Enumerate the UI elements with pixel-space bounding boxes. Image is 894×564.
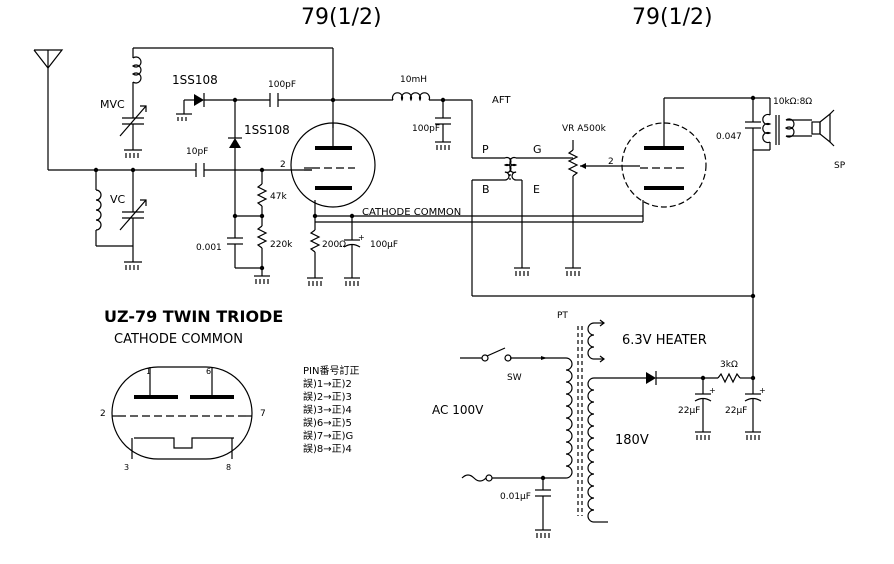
- label-10pf: 10pF: [186, 147, 208, 157]
- tube-pinout-title: UZ-79 TWIN TRIODE: [104, 307, 283, 326]
- secondary-winding: [587, 377, 595, 523]
- label-001uf: 0.01μF: [500, 492, 531, 502]
- pin-label-1: 1: [146, 367, 151, 376]
- label-pin2-right: 2: [608, 157, 614, 167]
- pin-correction-line: 誤)2→正)3: [303, 390, 352, 403]
- pin-label-6: 6: [206, 367, 211, 376]
- label-aft: AFT: [492, 95, 511, 106]
- mvc-varicap: [119, 105, 147, 137]
- label-diode2: 1SS108: [244, 123, 290, 137]
- label-22uf-2: 22μF: [725, 406, 747, 416]
- label-sw: SW: [507, 373, 522, 383]
- ground-icon: [514, 267, 530, 276]
- heater-winding: [587, 319, 605, 363]
- label-trans-out: 10kΩ:8Ω: [773, 97, 812, 107]
- aft-transformer: [503, 156, 518, 182]
- label-aft-e: E: [533, 183, 540, 196]
- ground-icon: [254, 275, 270, 284]
- tube-title-right: 79(1/2): [632, 5, 713, 30]
- speaker-icon: [811, 109, 835, 147]
- label-aft-p: P: [482, 143, 489, 156]
- label-47k: 47k: [270, 192, 287, 202]
- label-aft-b: B: [482, 183, 490, 196]
- pin-correction-line: 誤)8→正)4: [303, 442, 352, 455]
- pin-correction-line: 誤)1→正)2: [303, 377, 352, 390]
- pin-correction-line: 誤)7→正)G: [303, 429, 353, 442]
- label-220k: 220k: [270, 240, 293, 250]
- pin-correction-line: 誤)3→正)4: [303, 403, 352, 416]
- tube-right: [621, 98, 707, 208]
- label-cathode-common: CATHODE COMMON: [362, 207, 461, 218]
- label-200: 200Ω: [322, 240, 346, 250]
- ground-icon: [124, 261, 142, 270]
- label-aft-g: G: [533, 143, 542, 156]
- svg-text:+: +: [759, 386, 766, 395]
- tube-pinout-diagram: [111, 366, 253, 460]
- tube-left: [290, 122, 376, 208]
- antenna-coil: [95, 170, 133, 247]
- label-3k: 3kΩ: [720, 360, 738, 370]
- label-0001: 0.001: [196, 243, 222, 253]
- label-pt: PT: [557, 311, 568, 321]
- ground-icon: [565, 267, 581, 276]
- antenna-icon: [33, 49, 64, 170]
- label-047: 0.047: [716, 132, 742, 142]
- label-22uf-1: 22μF: [678, 406, 700, 416]
- svg-text:+: +: [358, 233, 365, 242]
- pin-label-2: 2: [100, 409, 106, 419]
- label-mvc: MVC: [100, 98, 125, 111]
- pin-label-7: 7: [260, 409, 266, 419]
- power-switch: [460, 347, 512, 362]
- tube-title-left: 79(1/2): [301, 5, 382, 30]
- label-diode1: 1SS108: [172, 73, 218, 87]
- label-heater: 6.3V HEATER: [622, 333, 707, 348]
- ground-icon: [535, 529, 551, 538]
- primary-winding: [565, 357, 573, 479]
- ground-icon: [307, 277, 323, 286]
- ground-icon: [344, 277, 360, 286]
- pin-correction-line: 誤)6→正)5: [303, 416, 352, 429]
- label-vr: VR A500k: [562, 124, 607, 134]
- label-180v: 180V: [615, 433, 649, 448]
- label-ac: AC 100V: [432, 403, 484, 417]
- ground-icon: [176, 113, 192, 121]
- ground-icon: [435, 141, 451, 150]
- ground-icon: [124, 149, 142, 158]
- label-100pf-2: 100pF: [412, 124, 440, 134]
- ground-icon: [695, 431, 711, 440]
- tube-pinout-subtitle: CATHODE COMMON: [114, 332, 243, 347]
- pin-label-8: 8: [226, 463, 231, 472]
- svg-text:+: +: [709, 386, 716, 395]
- label-sp: SP: [834, 161, 846, 171]
- label-100pf: 100pF: [268, 80, 296, 90]
- label-10mh: 10mH: [400, 75, 427, 85]
- ground-icon: [745, 431, 761, 440]
- label-pin2-left: 2: [280, 160, 286, 170]
- label-100uf: 100μF: [370, 240, 398, 250]
- pin-label-3: 3: [124, 463, 129, 472]
- label-vc: VC: [110, 193, 126, 206]
- pin-correction-title: PIN番号訂正: [303, 364, 359, 377]
